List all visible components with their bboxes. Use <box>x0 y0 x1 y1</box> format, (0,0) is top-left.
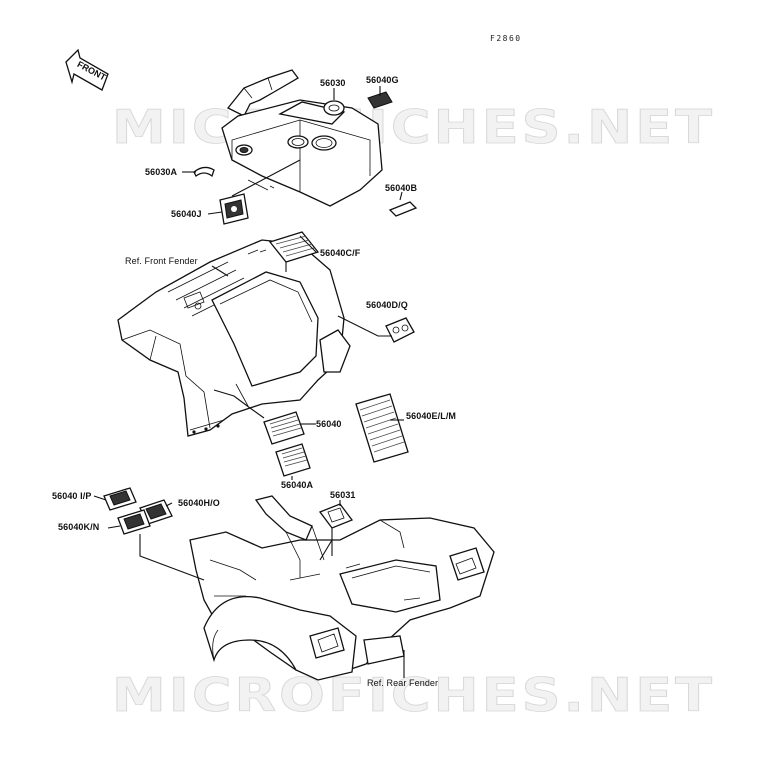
part-56040CF <box>268 231 320 263</box>
part-56040IP <box>103 487 137 511</box>
watermark-top: MICROFICHES.NET <box>112 100 715 155</box>
part-56031 <box>318 503 354 529</box>
watermark-bottom: MICROFICHES.NET <box>112 668 715 723</box>
part-56040 <box>263 411 305 445</box>
label-56040HO: 56040H/O <box>178 498 220 508</box>
label-56040ELM: 56040E/L/M <box>406 411 457 421</box>
label-56040B: 56040B <box>385 183 418 193</box>
ref-rear-fender: Ref. Rear Fender <box>367 678 439 688</box>
front-arrow-icon: FRONT <box>65 48 109 91</box>
leader-lines <box>93 86 405 678</box>
label-56031: 56031 <box>330 490 356 500</box>
label-56040J: 56040J <box>171 209 202 219</box>
part-56040J <box>219 193 249 225</box>
top-cover-part <box>221 69 383 207</box>
part-56030A <box>193 166 215 178</box>
label-56040KN: 56040K/N <box>58 522 100 532</box>
label-56040A: 56040A <box>281 480 314 490</box>
front-fender-part <box>117 239 351 437</box>
ref-front-fender: Ref. Front Fender <box>125 256 198 266</box>
label-56040G: 56040G <box>366 75 399 85</box>
label-56040CF: 56040C/F <box>320 248 361 258</box>
label-56040: 56040 <box>316 419 342 429</box>
part-56040KN <box>117 509 151 535</box>
figure-code: F2860 <box>490 34 522 43</box>
label-56030: 56030 <box>320 78 346 88</box>
label-56040DQ: 56040D/Q <box>366 300 408 310</box>
part-56030 <box>323 100 345 116</box>
label-56040IP: 56040 I/P <box>52 491 92 501</box>
part-56040B <box>388 201 418 217</box>
rear-fender-part <box>189 495 495 681</box>
part-56040A <box>275 443 311 477</box>
part-56040DQ <box>385 317 415 343</box>
part-56040ELM <box>355 393 409 463</box>
label-56030A: 56030A <box>145 167 178 177</box>
part-56040HO <box>139 499 173 525</box>
